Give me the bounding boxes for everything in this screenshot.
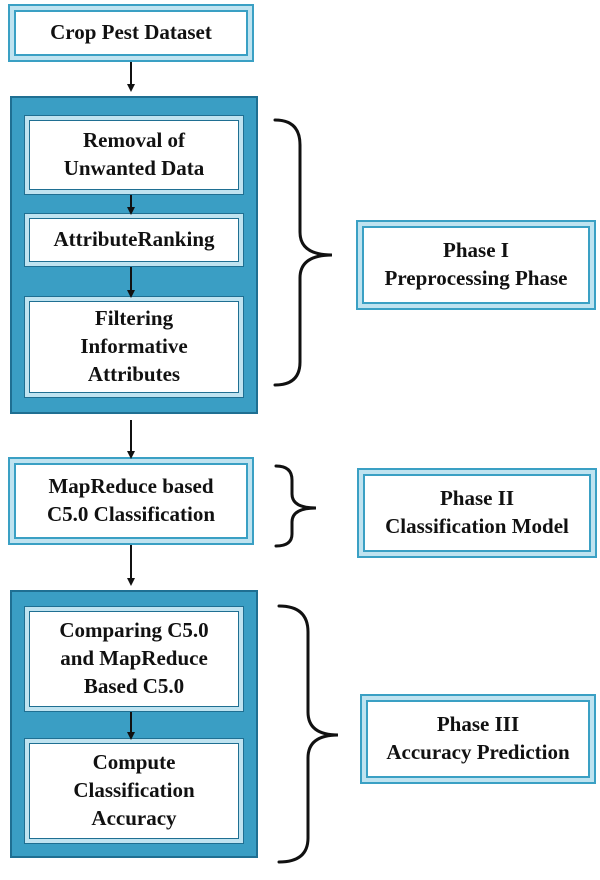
phase1-brace [273,118,333,387]
phase-label-line: Accuracy Prediction [386,740,570,764]
node-label-line: Removal of [82,128,186,153]
phase3-brace [277,604,339,864]
node-label-line: C5.0 Classification [47,502,215,526]
removal-unwanted-data-box: Removal of Unwanted Data [29,120,239,190]
phase1-label-box: Phase I Preprocessing Phase [362,226,590,304]
phase-label-line: Preprocessing Phase [384,266,568,290]
compute-classification-accuracy-box: Compute Classification Accuracy [29,743,239,839]
phase-label: Phase II Classification Model [385,485,569,540]
node-label-line: Classification [73,778,195,803]
node-label: Removal of Unwanted Data [64,127,205,182]
phase-label-line: Phase I [443,238,509,263]
mapreduce-classification-box: MapReduce based C5.0 Classification [14,463,248,539]
node-label: MapReduce based C5.0 Classification [47,473,215,528]
phase2-brace [274,464,317,548]
phase-label-line: Phase II [439,486,515,511]
node-label-line: Attributes [87,361,181,386]
phase-label-line: Phase III [436,712,520,737]
node-label-line: Comparing C5.0 [59,618,209,643]
phase-label: Phase I Preprocessing Phase [385,237,568,292]
phase-label-line: Classification Model [385,514,569,538]
node-label-line: Crop Pest Dataset [50,20,212,45]
node-label: Filtering Informative Attributes [80,305,187,388]
node-label: Crop Pest Dataset [50,19,212,47]
node-label-line: Informative [80,334,188,359]
node-label-line: Based C5.0 [83,673,185,698]
crop-pest-dataset-box: Crop Pest Dataset [14,10,248,56]
filtering-informative-attributes-box: Filtering Informative Attributes [29,301,239,393]
node-label: AttributeRanking [53,226,214,254]
node-label-line: and MapReduce [60,646,208,671]
node-label-line: AttributeRanking [53,227,215,252]
node-label-line: Compute [92,750,176,775]
phase3-label-box: Phase III Accuracy Prediction [366,700,590,778]
node-label: Comparing C5.0 and MapReduce Based C5.0 [59,617,208,700]
phase-label: Phase III Accuracy Prediction [386,711,569,766]
phase2-label-box: Phase II Classification Model [363,474,591,552]
node-label-line: Accuracy [91,805,177,830]
node-label-line: Filtering [94,306,174,331]
comparing-c50-box: Comparing C5.0 and MapReduce Based C5.0 [29,611,239,707]
node-label-line: MapReduce based [48,474,214,499]
node-label-line: Unwanted Data [63,156,205,180]
attribute-ranking-box: AttributeRanking [29,218,239,262]
node-label: Compute Classification Accuracy [73,749,194,832]
